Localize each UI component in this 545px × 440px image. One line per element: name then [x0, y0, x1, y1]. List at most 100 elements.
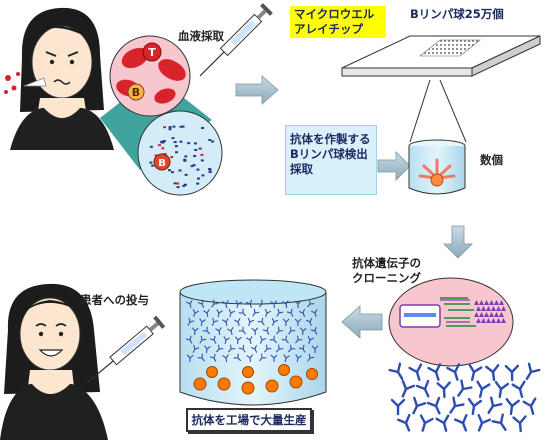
label-b-lymphocytes-count: Bリンパ球25万個: [410, 7, 504, 21]
gene-fragment: [501, 306, 506, 311]
antibody-icon: [282, 300, 289, 309]
antibody-icon: [186, 354, 194, 363]
gene-fragment: [494, 312, 499, 317]
antibody-icon: [185, 335, 193, 344]
person-patient: [0, 283, 108, 440]
antibody-icon: [252, 308, 260, 317]
antibody-icon: [186, 300, 193, 309]
gene-fragment: [474, 312, 479, 317]
cell-dot: [198, 147, 202, 150]
antibody-icon: [216, 309, 223, 318]
cell-dot: [149, 161, 153, 164]
cell-dot: [178, 169, 182, 172]
t-cell-marker: T: [148, 46, 156, 59]
antibody-icon: [204, 345, 211, 354]
antibody-icon: [238, 308, 247, 317]
antibody-icon: [250, 344, 258, 353]
antibody-icon: [419, 414, 434, 432]
cell-dot: [170, 171, 174, 174]
antibody-icon: [203, 309, 210, 318]
cell-dot: [187, 142, 191, 145]
antibody-icon: [238, 326, 246, 335]
cell-dot: [154, 154, 158, 157]
antibody-icon: [477, 413, 492, 432]
antibody-icon: [215, 327, 222, 336]
cell-dot: [196, 168, 200, 171]
cell-dot: [208, 139, 212, 142]
cell-dot: [168, 128, 172, 131]
antibody-icon: [197, 353, 205, 362]
gene-cloning-diagram: [388, 277, 514, 367]
antibody-icon: [259, 353, 267, 362]
antibody-icon: [401, 379, 416, 398]
antibody-icon: [307, 299, 315, 308]
antibody-icon: [281, 335, 289, 344]
antibody-icon: [264, 344, 272, 353]
gene-fragment: [479, 312, 484, 317]
b-cell-zoom-marker: B: [158, 158, 166, 169]
cell-dot: [201, 127, 205, 130]
antibody-icon: [494, 380, 510, 399]
antibody-icon: [522, 397, 537, 415]
cell-dot: [160, 140, 164, 143]
antibody-icon: [295, 354, 302, 363]
antibody-icon: [282, 318, 290, 327]
gene-fragment: [496, 306, 501, 311]
antibody-icon: [276, 344, 284, 353]
cell-zoom-circle: [137, 110, 223, 196]
antibody-icon: [270, 354, 278, 363]
cell-dot: [151, 164, 155, 167]
zoom-line-right: [439, 79, 467, 143]
antibody-icon: [202, 326, 210, 335]
antibody-icon: [454, 414, 468, 432]
gene-fragment: [494, 300, 499, 305]
syringe-icon: [199, 3, 273, 77]
antibody-icon: [294, 318, 302, 327]
cell-dot: [208, 168, 212, 171]
antibody-icon: [436, 381, 451, 399]
antibody-icon: [300, 327, 307, 336]
gene-fragment: [499, 312, 504, 317]
antibody-icon: [476, 380, 491, 398]
antibody-icon: [238, 344, 246, 353]
antibody-icon: [259, 299, 267, 308]
antibody-icon: [259, 335, 267, 344]
cell-dot: [176, 186, 180, 189]
antibody-icon: [192, 344, 200, 353]
label-several: 数個: [480, 153, 503, 167]
gene-fragment: [481, 306, 486, 311]
antibody-icon: [235, 336, 242, 345]
cell-dot: [201, 174, 205, 177]
antibody-icon: [307, 353, 315, 362]
antibody-icon: [457, 379, 473, 397]
antibody-icon: [270, 300, 277, 309]
cell-dot: [181, 125, 185, 128]
antibody-icon: [187, 317, 195, 326]
antibody-icon: [209, 353, 217, 362]
antibody-icon: [396, 413, 411, 432]
antibody-icon: [222, 318, 229, 327]
cell-dot: [163, 126, 167, 129]
cell-dot: [168, 169, 172, 172]
antibody-icon: [295, 335, 303, 344]
cell-dot: [211, 140, 215, 143]
antibody-icon: [199, 335, 207, 344]
label-mass-production: 抗体を工場で大量生産: [186, 408, 312, 432]
antibody-icon: [209, 335, 217, 344]
gene-fragment: [476, 318, 481, 323]
antibody-icon: [427, 363, 442, 381]
antibody-icon: [467, 397, 483, 416]
antibody-icon: [211, 317, 219, 326]
antibody-icon: [211, 299, 219, 308]
gene-fragment: [486, 318, 491, 323]
gene-fragment: [491, 318, 496, 323]
antibody-icon: [271, 317, 279, 326]
antibody-icon: [222, 354, 229, 363]
antibody-icon: [449, 396, 465, 414]
antibody-icon: [192, 327, 199, 336]
antibody-icon: [233, 353, 241, 362]
antibody-icon: [412, 396, 427, 415]
antibody-icon: [511, 380, 526, 398]
